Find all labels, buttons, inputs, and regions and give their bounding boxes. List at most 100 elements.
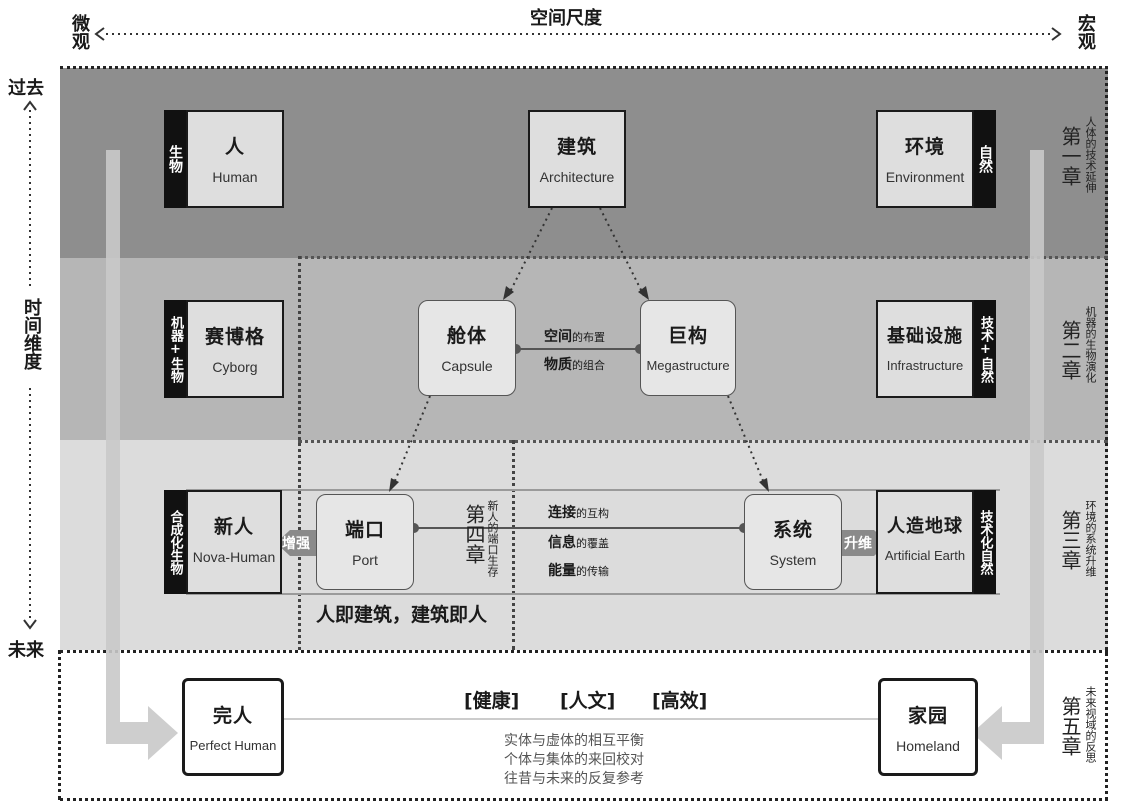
tag-cyborg: 机器+生物 — [164, 300, 186, 398]
node-homeland-zh: 家园 — [907, 705, 948, 727]
chapter5-sub: 未来视域的反思 — [1084, 686, 1097, 763]
node-artificial-earth-zh: 人造地球 — [887, 516, 963, 537]
chapter1-label: 第一章 — [1058, 126, 1082, 186]
upgrade-label: 升维 — [844, 536, 872, 552]
time-axis-title: 时间维度 — [21, 298, 42, 370]
tag-artificial-earth: 技术化自然 — [974, 490, 996, 594]
tag-infrastructure: 技术+自然 — [974, 300, 996, 398]
node-human-zh: 人 — [224, 136, 245, 158]
node-infrastructure-zh: 基础设施 — [887, 326, 963, 347]
node-nova-human: 新人 Nova-Human — [186, 490, 282, 594]
frame-top — [60, 66, 1108, 69]
link-info-b: 信息 — [548, 535, 576, 551]
arrowhead-system — [759, 478, 769, 492]
chapter3-label: 第三章 — [1058, 510, 1082, 570]
node-cyborg-zh: 赛博格 — [204, 326, 265, 348]
link-material-b: 物质 — [544, 357, 572, 373]
future-label: 未来 — [8, 640, 44, 661]
time-axis-bottom-head — [23, 619, 37, 630]
tag-environment: 自然 — [974, 110, 996, 208]
space-axis-right-head — [1051, 27, 1062, 41]
node-architecture-en: Architecture — [539, 169, 615, 185]
past-label: 过去 — [8, 78, 44, 99]
space-axis-left-head — [94, 27, 105, 41]
capsule-to-port-arrow — [391, 395, 431, 489]
node-infrastructure-en: Infrastructure — [886, 358, 964, 373]
motto: 人即建筑，建筑即人 — [316, 604, 488, 626]
node-cyborg: 赛博格 Cyborg — [186, 300, 284, 398]
node-cyborg-en: Cyborg — [212, 359, 258, 375]
arrowhead-mega — [638, 286, 649, 300]
frame-right — [1105, 66, 1108, 800]
node-port-zh: 端口 — [344, 519, 385, 541]
node-system-zh: 系统 — [772, 519, 813, 541]
node-nova-human-en: Nova-Human — [192, 549, 276, 565]
node-perfect-human-zh: 完人 — [212, 705, 253, 727]
right-u-arrow — [972, 150, 1044, 760]
chapter2-sub: 机器的生物演化 — [1084, 306, 1097, 383]
chapter3-sub: 环境的系统升维 — [1084, 500, 1097, 577]
node-environment-zh: 环境 — [904, 136, 945, 158]
frame-left-future — [58, 650, 61, 800]
link-connect-s: 的互构 — [576, 507, 609, 520]
value-health: [健康] — [464, 690, 520, 712]
frame-ch3-top — [298, 440, 1108, 443]
value-humanity: [人文] — [560, 690, 616, 712]
node-architecture-zh: 建筑 — [556, 136, 597, 158]
link-energy-s: 的传输 — [576, 565, 609, 578]
frame-ch4-right — [512, 440, 515, 650]
node-capsule-zh: 舱体 — [446, 325, 487, 347]
node-perfect-human-en: Perfect Human — [189, 738, 277, 753]
mega-to-system-arrow — [727, 395, 767, 489]
node-nova-human-zh: 新人 — [213, 516, 254, 538]
space-axis-title: 空间尺度 — [530, 8, 602, 29]
node-environment: 环境 Environment — [876, 110, 974, 208]
arrowhead-capsule — [503, 286, 514, 300]
node-port-en: Port — [352, 552, 378, 568]
future-line-1: 实体与虚体的相互平衡 — [504, 733, 644, 749]
link-connect-label: 连接的互构 — [548, 502, 609, 522]
node-perfect-human: 完人 Perfect Human — [182, 678, 284, 776]
time-axis-top-head — [23, 100, 37, 111]
node-capsule-en: Capsule — [441, 358, 493, 374]
arch-to-capsule-arrow — [507, 207, 553, 297]
frame-bottom — [60, 798, 1108, 801]
value-efficiency: [高效] — [652, 690, 708, 712]
link-energy-label: 能量的传输 — [548, 560, 609, 580]
future-line-3: 往昔与未来的反复参考 — [504, 771, 644, 787]
node-system-en: System — [769, 552, 817, 568]
link-info-label: 信息的覆盖 — [548, 532, 609, 552]
enhance-arrow — [276, 530, 318, 556]
chapter4-label: 第四章 — [462, 504, 486, 564]
chapter5-label: 第五章 — [1058, 696, 1082, 756]
node-homeland: 家园 Homeland — [878, 678, 978, 776]
link-info-s: 的覆盖 — [576, 537, 609, 550]
node-port: 端口 Port — [316, 494, 414, 590]
node-megastructure: 巨构 Megastructure — [640, 300, 736, 396]
chapter4-sub: 新人的端口生存 — [486, 500, 499, 577]
arch-to-mega-arrow — [599, 207, 645, 297]
node-homeland-en: Homeland — [896, 738, 960, 754]
link-material-label: 物质的组合 — [544, 354, 605, 374]
link-energy-b: 能量 — [548, 563, 576, 579]
micro-label: 微观 — [69, 14, 90, 50]
future-line-2: 个体与集体的来回校对 — [504, 752, 644, 768]
node-artificial-earth-en: Artificial Earth — [884, 548, 966, 563]
node-system: 系统 System — [744, 494, 842, 590]
macro-label: 宏观 — [1075, 14, 1096, 50]
tag-human: 生物 — [164, 110, 186, 208]
left-u-arrow — [106, 150, 178, 760]
node-human-en: Human — [212, 169, 258, 185]
node-environment-en: Environment — [885, 169, 965, 185]
link-space-s: 的布置 — [572, 331, 605, 344]
node-megastructure-en: Megastructure — [646, 358, 730, 373]
chapter1-sub: 人体的技术延伸 — [1084, 116, 1097, 193]
frame-inner-left — [298, 256, 301, 650]
link-space-b: 空间 — [544, 329, 572, 345]
node-architecture: 建筑 Architecture — [528, 110, 626, 208]
node-capsule: 舱体 Capsule — [418, 300, 516, 396]
enhance-label: 增强 — [282, 536, 310, 552]
tag-nova-human: 合成化生物 — [164, 490, 186, 594]
link-connect-b: 连接 — [548, 505, 576, 521]
link-space-label: 空间的布置 — [544, 326, 605, 346]
